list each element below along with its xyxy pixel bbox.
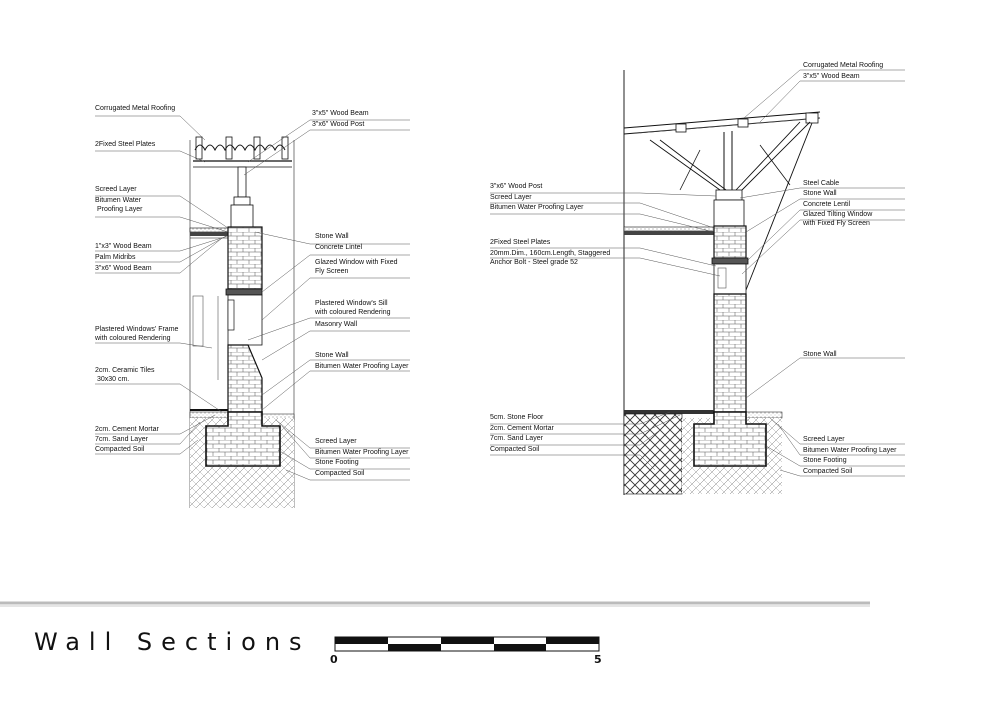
label-masonry-wall: Masonry Wall (315, 321, 358, 328)
label-steel-cable: Steel Cable (803, 180, 840, 187)
label-wood-beam-3x5-r: 3"x5" Wood Beam (803, 73, 860, 80)
label-stone-wall-lower-r: Stone Wall (803, 351, 837, 358)
label-wood-beam-3x6: 3"x6" Wood Beam (95, 265, 152, 272)
label-screed-layer-r: Screed Layer (490, 194, 532, 201)
floor-right (623, 410, 783, 495)
label-wood-beam-3x5: 3"x5" Wood Beam (312, 110, 369, 117)
roof-slab-right (623, 226, 715, 235)
label-anchor-bolt: 20mm.Dim., 160cm.Length, Staggered Ancho… (490, 250, 611, 266)
stone-wall-left (225, 226, 263, 413)
roof-structure-right (623, 111, 821, 291)
label-compacted-soil-r: Compacted Soil (490, 446, 540, 453)
label-stone-footing: Stone Footing (315, 459, 359, 466)
label-cement-mortar-r: 2cm. Cement Mortar (490, 425, 554, 432)
scale-end-label: 5 (594, 653, 602, 666)
label-compacted-soil-footing-r: Compacted Soil (803, 468, 853, 475)
corrugated-roof-left (193, 136, 292, 168)
leader-lines-left (95, 115, 410, 481)
label-stone-wall: Stone Wall (315, 233, 349, 240)
label-sand-layer-r: 7cm. Sand Layer (490, 435, 543, 442)
label-stone-wall-r: Stone Wall (803, 190, 837, 197)
right-wall-section (623, 70, 821, 495)
label-corrugated-metal-roofing: Corrugated Metal Roofing (95, 105, 176, 112)
label-corrugated-roofing-r: Corrugated Metal Roofing (803, 62, 884, 69)
label-wood-post-3x6-r: 3"x6" Wood Post (490, 183, 543, 190)
label-stone-floor: 5cm. Stone Floor (490, 414, 544, 421)
leader-lines-right (490, 69, 905, 477)
page-title: Wall Sections (34, 628, 311, 656)
label-stone-footing-r: Stone Footing (803, 457, 847, 464)
label-bitumen-r: Bitumen Water Proofing Layer (490, 204, 584, 211)
left-wall-section (189, 136, 295, 508)
label-plastered-windows-frame: Plastered Windows' Frame with coloured R… (95, 326, 179, 342)
label-fixed-steel-plates: 2Fixed Steel Plates (95, 141, 156, 148)
label-glazed-window: Glazed Window with Fixed Fly Screen (315, 259, 398, 275)
label-palm-midribs: Palm Midribs (95, 254, 136, 261)
label-wood-post-3x6: 3"x6" Wood Post (312, 121, 365, 128)
label-bitumen-wall: Bitumen Water Proofing Layer (315, 363, 409, 370)
label-screed-layer-right: Screed Layer (315, 438, 357, 445)
label-fixed-steel-plates-r: 2Fixed Steel Plates (490, 239, 551, 246)
footing-left (190, 411, 294, 508)
label-glazed-tilting-window: Glazed Tilting Window with Fixed Fly Scr… (803, 211, 873, 227)
label-plastered-window-sill: Plastered Window's Sill with coloured Re… (315, 300, 391, 316)
label-bitumen-water-proofing: Bitumen Water Proofing Layer (95, 197, 143, 213)
label-compacted-soil-right: Compacted Soil (315, 470, 365, 477)
label-compacted-soil: Compacted Soil (95, 446, 145, 453)
label-screed-layer-footing-r: Screed Layer (803, 436, 845, 443)
label-bitumen-footing: Bitumen Water Proofing Layer (315, 449, 409, 456)
label-wood-beam-1x3: 1"x3" Wood Beam (95, 243, 152, 250)
label-cement-mortar: 2cm. Cement Mortar (95, 426, 159, 433)
window-frame-left (192, 295, 219, 380)
label-concrete-lintel: Concrete Lintel (315, 244, 363, 251)
label-concrete-lentil: Concrete Lentil (803, 201, 851, 208)
label-stone-wall-lower: Stone Wall (315, 352, 349, 359)
label-screed-layer: Screed Layer (95, 186, 137, 193)
post-base-right (713, 189, 745, 228)
footing-right (682, 411, 782, 494)
label-bitumen-footing-r: Bitumen Water Proofing Layer (803, 447, 897, 454)
label-sand-layer: 7cm. Sand Layer (95, 436, 148, 443)
stone-wall-right (711, 225, 749, 413)
label-ceramic-tiles: 2cm. Ceramic Tiles 30x30 cm. (95, 367, 155, 383)
scale-start-label: 0 (330, 653, 338, 666)
wood-post-left (230, 166, 254, 228)
scale-bar (334, 636, 600, 652)
title-divider (0, 601, 870, 607)
